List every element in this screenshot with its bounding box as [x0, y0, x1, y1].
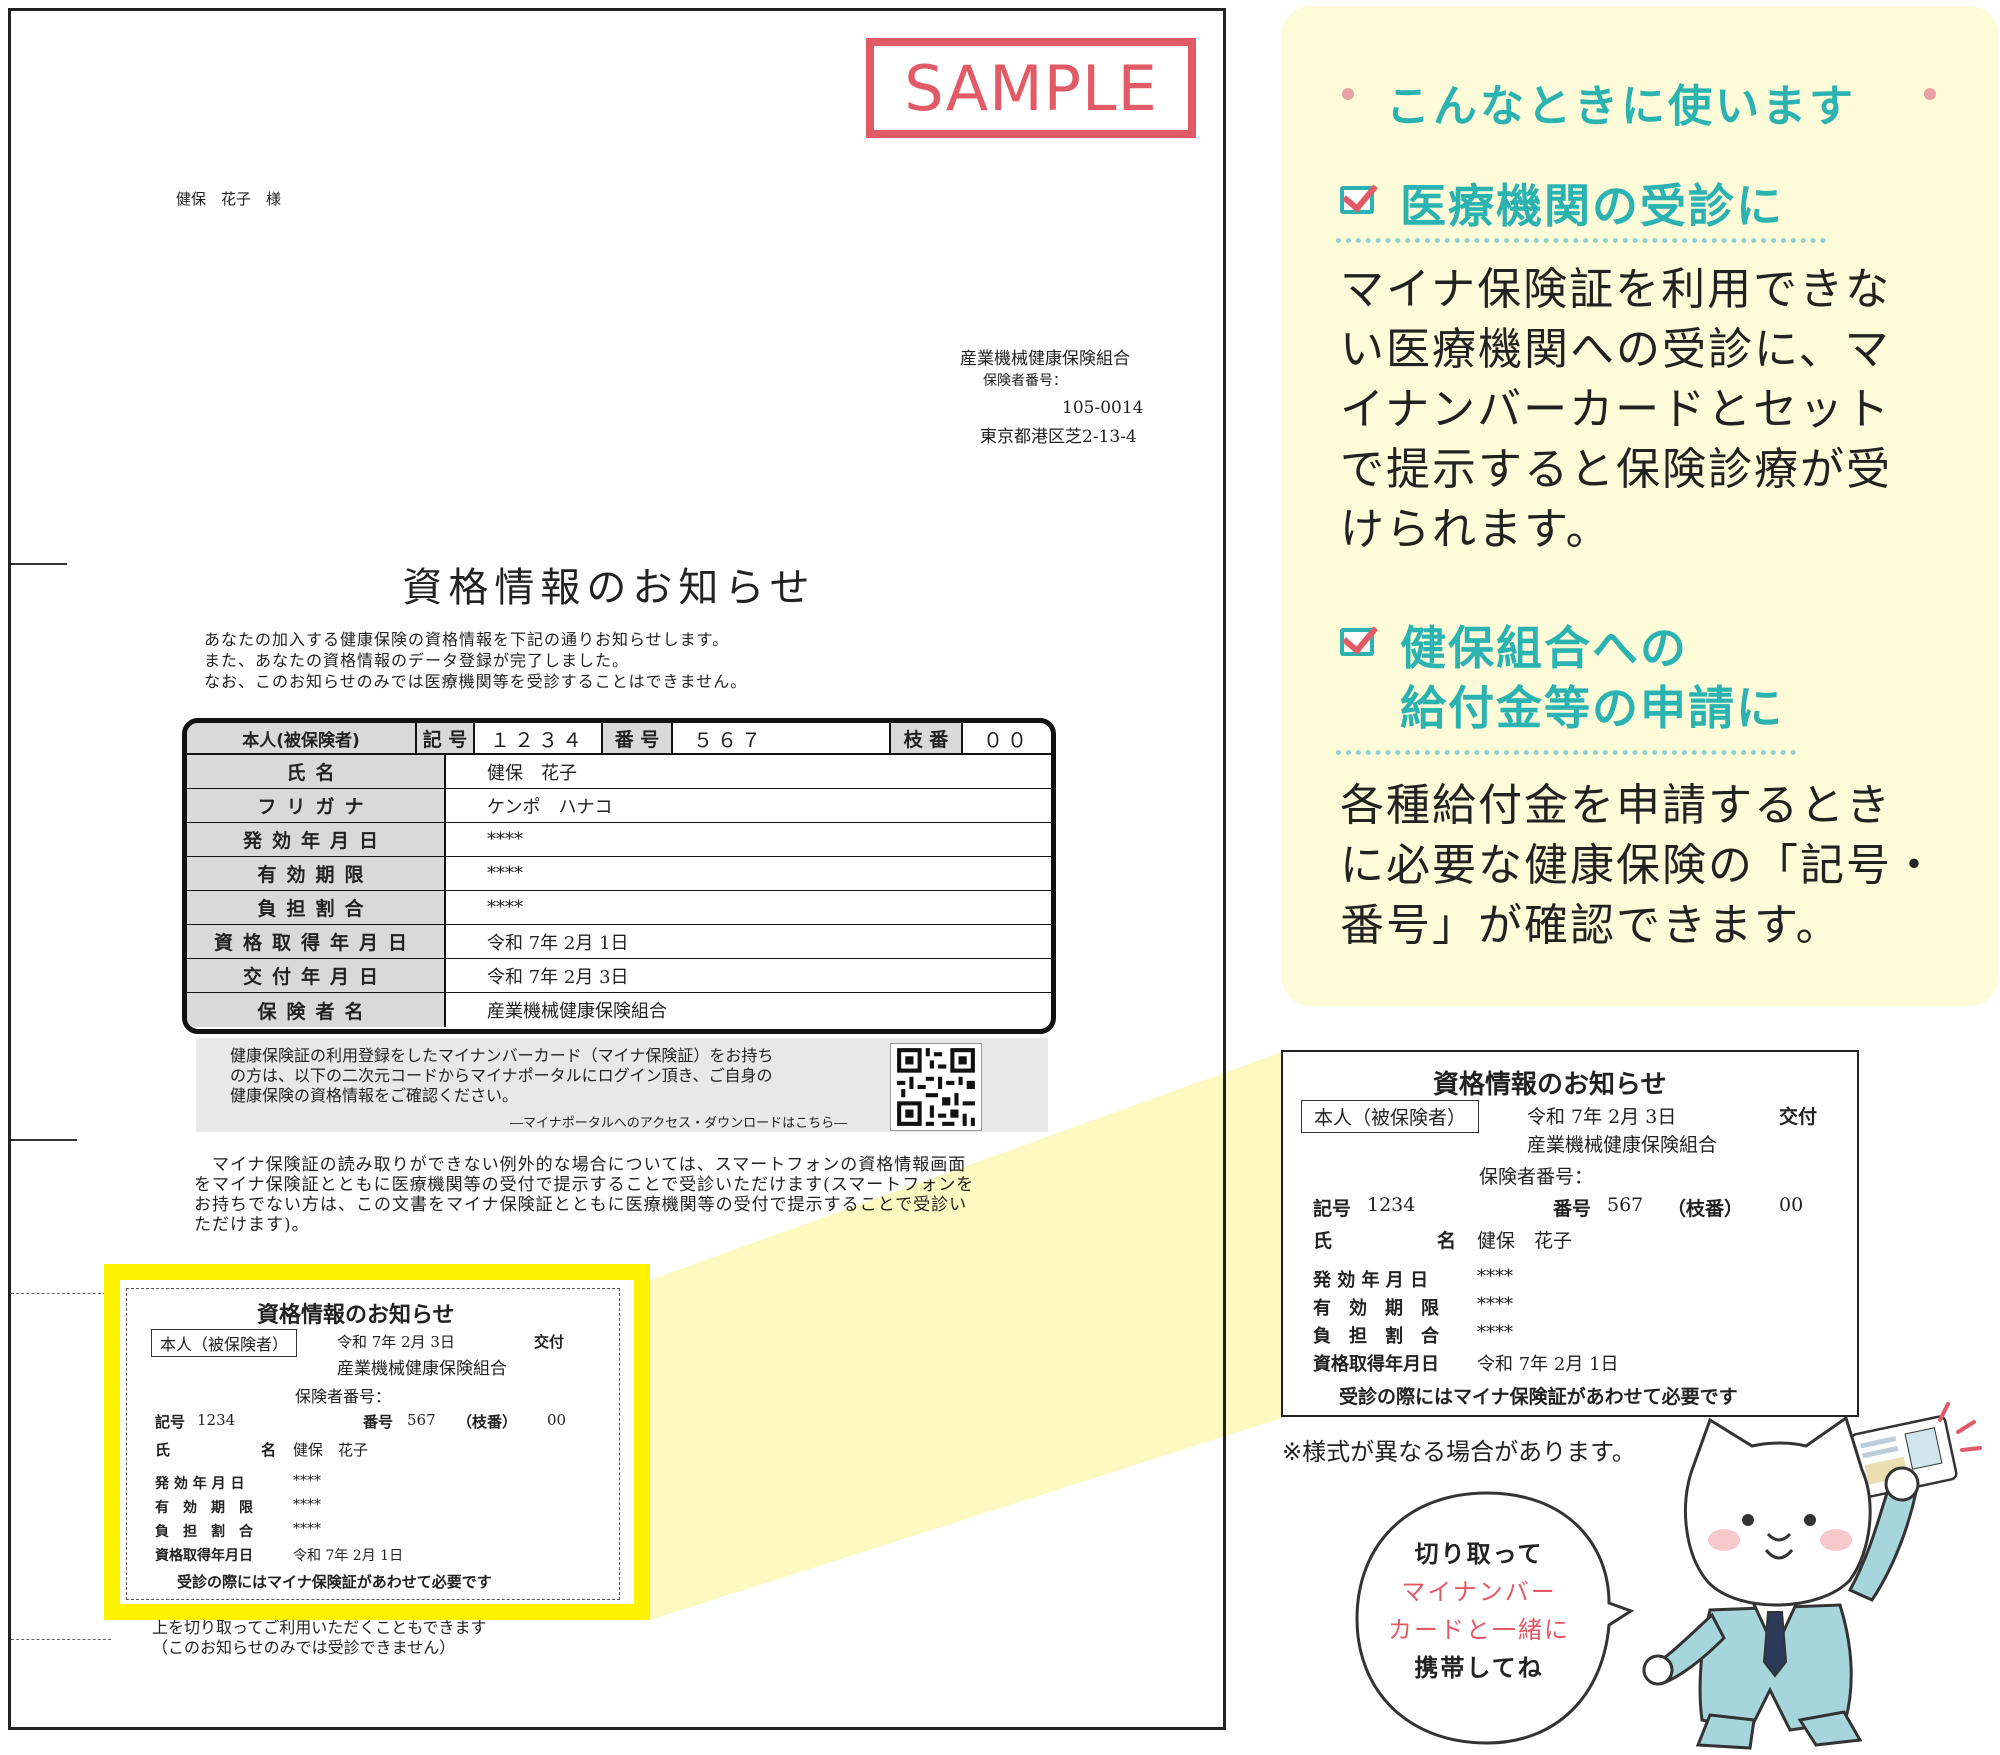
table-row: 資格取得年月日令和 7年 2月 1日 [187, 925, 1051, 959]
qualification-table: 本人(被保険者) 記 号 １２３４ 番 号 ５６７ 枝 番 ００ 氏名健保 花子… [182, 718, 1056, 1034]
item1-title: 医療機関の受診に [1400, 179, 1784, 233]
dot-icon [1924, 88, 1936, 100]
item1-body: マイナ保険証を利用できな い医療機関への受診に、マ イナンバーカードとセット で… [1340, 264, 1892, 555]
table-row: 発効年月日**** [187, 823, 1051, 857]
table-row: 保険者名産業機械健康保険組合 [187, 993, 1051, 1027]
table-row: 有効期限**** [187, 857, 1051, 891]
kigo-label: 記 号 [417, 723, 475, 753]
divider [1336, 750, 1796, 755]
postal-code: 105-0014 [1062, 398, 1144, 418]
cat-mascot-icon [1642, 1402, 1982, 1750]
table-row: 負担割合**** [187, 891, 1051, 925]
cutout-highlight [104, 1264, 650, 1620]
intro-line: また、あなたの資格情報のデータ登録が完了しました。 [204, 651, 630, 670]
checkbox-icon [1340, 617, 1378, 656]
qr-code-icon[interactable] [890, 1043, 982, 1131]
qr-notice: 健康保険証の利用登録をしたマイナンバーカード（マイナ保険証）をお持ち の方は、以… [230, 1046, 774, 1105]
intro-line: あなたの加入する健康保険の資格情報を下記の通りお知らせします。 [204, 630, 730, 649]
bubble-text: 切り取って マイナンバー カードと一緒に 携帯してね [1388, 1540, 1570, 1682]
cutout-card: 資格情報のお知らせ 本人（被保険者） 令和 7年 2月 3日 交付 産業機械健康… [126, 1288, 620, 1600]
cut-line [11, 1293, 111, 1294]
bango-label: 番 号 [603, 723, 673, 753]
item2-body: 各種給付金を申請するとき に必要な健康保険の「記号・ 番号」が確認できます。 [1340, 780, 1938, 951]
exception-note: マイナ保険証の読み取りができない例外的な場合については、スマートフォンの資格情報… [194, 1155, 975, 1235]
fold-mark [11, 563, 67, 565]
table-row: 交付年月日令和 7年 2月 3日 [187, 959, 1051, 993]
item2-title-line1: 健保組合への [1400, 621, 1688, 675]
checkbox-icon [1340, 175, 1378, 214]
table-row: フリガナケンポ ハナコ [187, 789, 1051, 823]
sample-stamp: SAMPLE [866, 38, 1196, 138]
document-sheet [8, 8, 1226, 1730]
qr-caption: ―マイナポータルへのアクセス・ダウンロードはこちら― [510, 1116, 848, 1131]
table-header: 本人(被保険者) 記 号 １２３４ 番 号 ５６７ 枝 番 ００ [187, 723, 1051, 755]
dot-icon [1342, 88, 1354, 100]
cut-note: 上を切り取ってご利用いただくこともできます （このお知らせのみでは受診できません… [152, 1618, 487, 1657]
bango-value: ５６７ [673, 723, 891, 753]
addressee: 健保 花子 様 [176, 190, 282, 208]
variant-note: ※様式が異なる場合があります。 [1282, 1438, 1636, 1466]
table-row: 氏名健保 花子 [187, 755, 1051, 789]
issuer-address: 東京都港区芝2-13-4 [980, 427, 1137, 447]
document-title: 資格情報のお知らせ [402, 565, 816, 611]
usage-panel [1282, 6, 1998, 1006]
intro-line: なお、このお知らせのみでは医療機関等を受診することはできません。 [204, 672, 748, 691]
item2-title-line2: 給付金等の申請に [1400, 681, 1784, 735]
issuer-name: 産業機械健康保険組合 [960, 349, 1130, 369]
insurer-number-label: 保険者番号： [983, 373, 1067, 389]
divider [1336, 238, 1826, 243]
kigo-value: １２３４ [475, 723, 603, 753]
panel-heading: こんなときに使います [1386, 81, 1856, 132]
fold-mark [11, 1139, 77, 1141]
cut-line [11, 1639, 111, 1640]
edaban-label: 枝 番 [891, 723, 963, 753]
speech-bubble [1355, 1491, 1635, 1745]
person-label: 本人(被保険者) [187, 723, 417, 753]
card-zoom: 資格情報のお知らせ 本人（被保険者） 令和 7年 2月 3日 交付 産業機械健康… [1281, 1050, 1859, 1417]
edaban-value: ００ [983, 727, 1031, 752]
